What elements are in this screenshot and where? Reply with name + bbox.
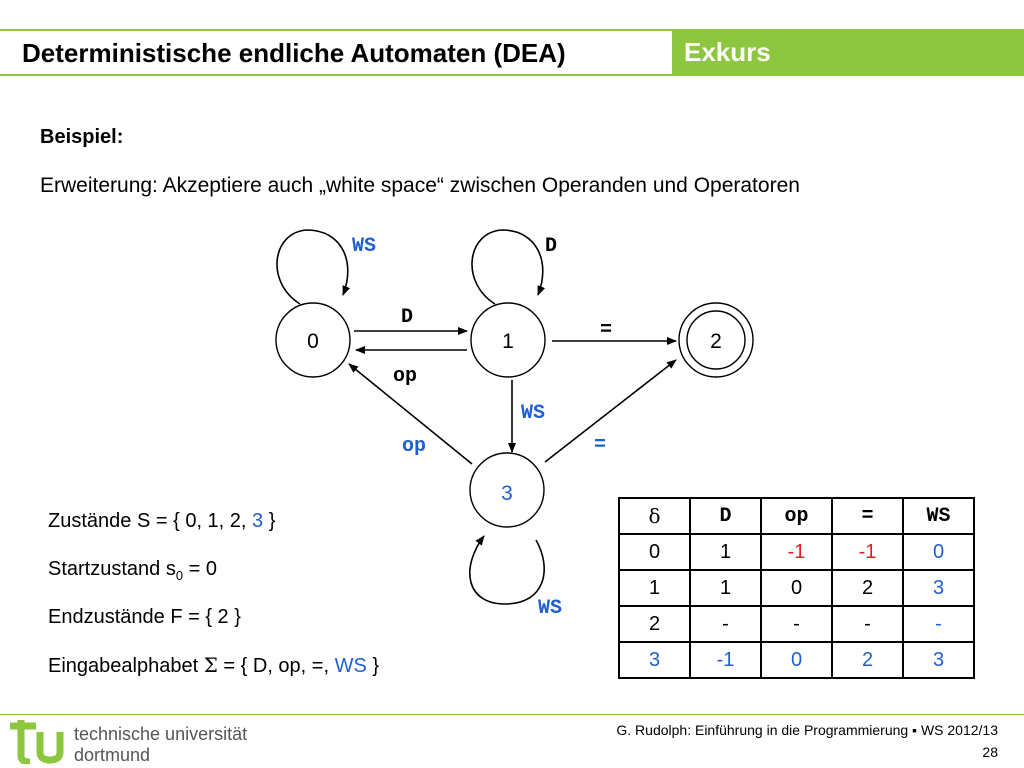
table-cell: 1 <box>689 569 762 607</box>
states-definition: Zustände S = { 0, 1, 2, 3 } <box>48 510 276 532</box>
table-cell: -1 <box>831 533 904 571</box>
label-loop-1: D <box>545 235 557 258</box>
transition-table: δ D op = WS 0 1 -1 -1 0 1 1 0 2 3 2 - - … <box>618 497 975 679</box>
page-number: 28 <box>982 744 998 760</box>
loop-arrow-1 <box>471 229 546 305</box>
state-2-outer <box>678 302 754 378</box>
footer-rule <box>0 714 1024 715</box>
table-cell: 2 <box>831 641 904 679</box>
label-edge-1-3: WS <box>521 402 545 425</box>
edge-3-0 <box>348 363 473 465</box>
start-state-definition: Startzustand s0 = 0 <box>48 558 217 583</box>
table-header-cell: op <box>760 497 833 535</box>
table-cell: -1 <box>689 641 762 679</box>
section-heading: Beispiel: <box>40 126 124 148</box>
table-row: 1 1 0 2 3 <box>618 569 975 607</box>
label-edge-1-2: = <box>600 319 612 342</box>
table-corner: δ <box>618 497 691 535</box>
table-row: 0 1 -1 -1 0 <box>618 533 975 571</box>
table-cell: - <box>689 605 762 643</box>
alphabet-definition: Eingabealphabet Σ = { D, op, =, WS } <box>48 653 380 677</box>
state-2-inner <box>686 310 746 370</box>
table-header-row: δ D op = WS <box>618 497 975 535</box>
table-row-state: 3 <box>618 641 691 679</box>
automaton-properties: Zustände S = { 0, 1, 2, 3 } Startzustand… <box>48 497 379 689</box>
table-row: 2 - - - - <box>618 605 975 643</box>
label-loop-0: WS <box>352 235 376 258</box>
table-row-state: 2 <box>618 605 691 643</box>
university-name: technische universität dortmund <box>74 724 248 765</box>
label-loop-3: WS <box>538 597 562 620</box>
header-rule-bottom <box>0 74 1024 76</box>
tu-logo-icon <box>10 720 64 764</box>
description-text: Erweiterung: Akzeptiere auch „white spac… <box>40 174 800 197</box>
table-cell: 0 <box>760 569 833 607</box>
loop-arrow-0 <box>276 229 351 305</box>
table-cell: - <box>831 605 904 643</box>
table-cell: 2 <box>831 569 904 607</box>
loop-arrow-3 <box>469 535 545 605</box>
label-edge-1-0: op <box>393 365 417 388</box>
table-row-state: 0 <box>618 533 691 571</box>
table-cell: -1 <box>760 533 833 571</box>
state-0 <box>275 302 351 378</box>
edge-3-2 <box>544 359 677 463</box>
table-row: 3 -1 0 2 3 <box>618 641 975 679</box>
table-cell: 3 <box>902 641 975 679</box>
state-1 <box>470 302 546 378</box>
label-edge-3-0: op <box>402 435 426 458</box>
state-label-3: 3 <box>501 482 513 505</box>
footer-citation: G. Rudolph: Einführung in die Programmie… <box>616 722 998 738</box>
final-states-definition: Endzustände F = { 2 } <box>48 606 241 628</box>
table-cell: - <box>760 605 833 643</box>
state-label-2: 2 <box>710 330 722 353</box>
state-3 <box>469 452 545 528</box>
table-header-cell: WS <box>902 497 975 535</box>
slide-title: Deterministische endliche Automaten (DEA… <box>22 38 566 68</box>
label-edge-0-1: D <box>401 306 413 329</box>
label-edge-3-2: = <box>594 434 606 457</box>
state-label-1: 1 <box>502 330 514 353</box>
state-label-0: 0 <box>307 330 319 353</box>
exkurs-badge: Exkurs <box>672 31 1024 74</box>
table-cell: 1 <box>689 533 762 571</box>
table-cell: - <box>902 605 975 643</box>
table-cell: 0 <box>760 641 833 679</box>
table-cell: 0 <box>902 533 975 571</box>
table-header-cell: = <box>831 497 904 535</box>
header-rule-top <box>0 29 1024 31</box>
table-header-cell: D <box>689 497 762 535</box>
table-row-state: 1 <box>618 569 691 607</box>
table-cell: 3 <box>902 569 975 607</box>
